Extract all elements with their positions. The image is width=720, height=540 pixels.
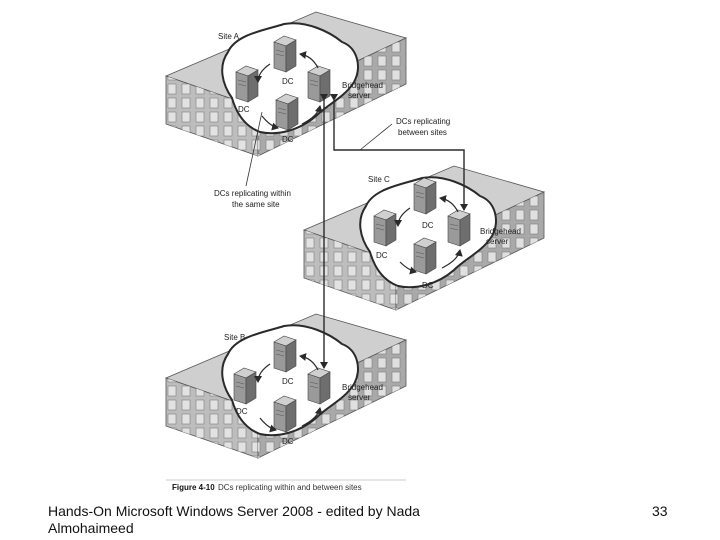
bridgehead-label: Bridgehead <box>342 81 383 90</box>
callout-between-sites: DCs replicating between sites <box>359 117 450 151</box>
site-b-label: Site B <box>224 333 245 342</box>
dc-server-icon <box>273 395 297 433</box>
figure-number: Figure 4-10 <box>172 483 215 492</box>
dc-server-icon <box>373 209 397 247</box>
callout-within-site: DCs replicating within the same site <box>214 111 291 209</box>
figure-caption-text: DCs replicating within and between sites <box>218 483 362 492</box>
dc-server-icon <box>275 93 299 131</box>
bridgehead-label: Bridgehead <box>342 383 383 392</box>
bridgehead-server-icon <box>307 367 331 405</box>
dc-server-icon <box>273 335 297 373</box>
dc-label: DC <box>376 251 388 260</box>
dc-label: DC <box>282 77 294 86</box>
figure-caption: Figure 4-10 DCs replicating within and b… <box>166 479 406 492</box>
dc-server-icon <box>235 65 259 103</box>
site-c-label: Site C <box>368 175 390 184</box>
bridgehead-label: server <box>486 237 509 246</box>
bridgehead-label: server <box>348 91 371 100</box>
dc-server-icon <box>273 35 297 73</box>
dc-label: DC <box>422 221 434 230</box>
site-c: Site C DC DC DC Bridgehead server <box>303 165 545 311</box>
svg-text:DCs replicating: DCs replicating <box>396 117 450 126</box>
page-number: 33 <box>652 503 668 519</box>
site-b: Site B DC DC DC Bridgehead server <box>165 313 407 459</box>
bridgehead-label: Bridgehead <box>480 227 521 236</box>
site-a-label: Site A <box>218 32 240 41</box>
bridgehead-server-icon <box>307 65 331 103</box>
dc-label: DC <box>236 407 248 416</box>
dc-label: DC <box>282 135 294 144</box>
footer-text: Hands-On Microsoft Windows Server 2008 -… <box>48 503 420 536</box>
dc-server-icon <box>413 237 437 275</box>
bridgehead-label: server <box>348 393 371 402</box>
dc-label: DC <box>282 377 294 386</box>
dc-server-icon <box>413 177 437 215</box>
bridgehead-server-icon <box>447 209 471 247</box>
dc-server-icon <box>233 367 257 405</box>
inter-site-links <box>320 94 468 369</box>
site-a: Site A DC DC DC Bridgehead server <box>165 11 407 157</box>
dc-label: DC <box>422 281 434 290</box>
svg-text:DCs replicating within: DCs replicating within <box>214 189 291 198</box>
svg-text:the same site: the same site <box>232 200 280 209</box>
dc-label: DC <box>282 437 294 446</box>
dc-label: DC <box>238 105 250 114</box>
svg-text:between sites: between sites <box>398 128 447 137</box>
